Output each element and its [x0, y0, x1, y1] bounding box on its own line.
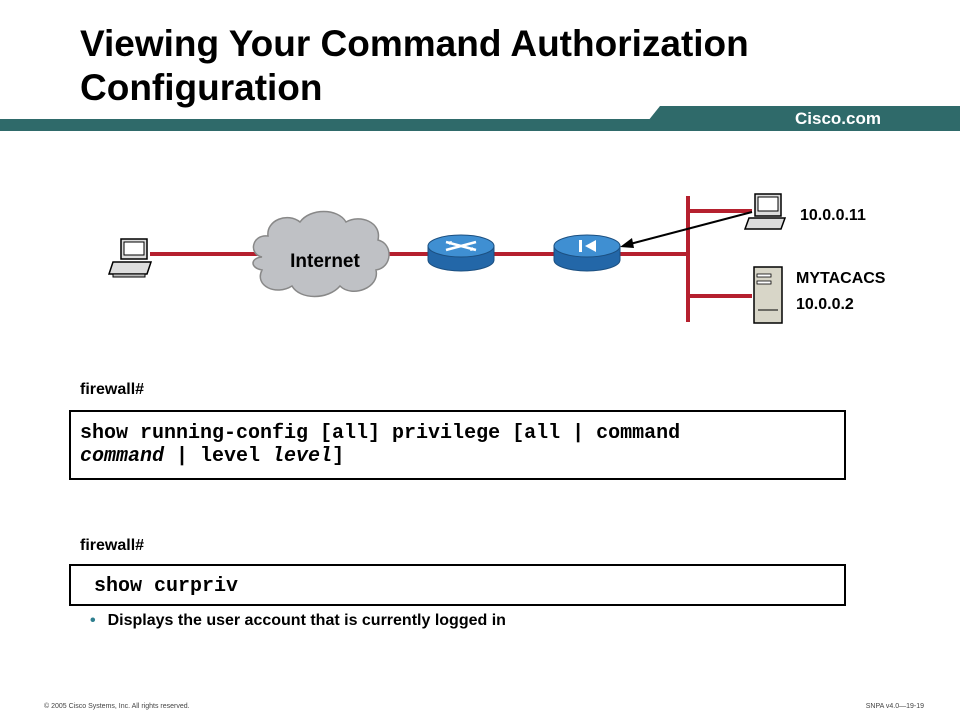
host-ip-label: 10.0.0.11: [800, 207, 866, 224]
remote-pc-icon: [107, 238, 153, 278]
command-line-1: show running-config [all] privilege [all…: [80, 422, 681, 445]
command-line-curpriv: show curpriv: [94, 575, 239, 598]
header-band: [0, 106, 960, 131]
server-ip-label: 10.0.0.2: [796, 296, 854, 313]
network-diagram: Internet 10.0.0.11 MYTACACS 10.0.0.2: [107, 193, 886, 324]
footer-course: SNPA v4.0—19-19: [865, 703, 924, 710]
command-arg-level: level: [272, 445, 333, 468]
firewall-icon: [553, 234, 621, 272]
command-box-1: show running-config [all] privilege [all…: [69, 410, 846, 480]
cloud-label: Internet: [290, 251, 360, 272]
host-pc-icon: [743, 193, 787, 230]
slide-title: Viewing Your Command Authorization Confi…: [80, 23, 749, 108]
prompt-label-2: firewall#: [80, 537, 145, 554]
footer-copyright: © 2005 Cisco Systems, Inc. All rights re…: [44, 703, 190, 710]
command-text-level: | level: [164, 445, 273, 468]
internet-cloud-icon: [252, 210, 390, 298]
bullet-dot-icon: •: [90, 612, 96, 629]
router-icon: [427, 234, 495, 272]
server-name-label: MYTACACS: [796, 270, 886, 287]
bullet-text: Displays the user account that is curren…: [107, 612, 506, 629]
bullet-item: • Displays the user account that is curre…: [90, 612, 506, 630]
command-close-bracket: ]: [332, 445, 345, 468]
command-line-2: command | level level]: [80, 445, 844, 468]
arrow-icon: [620, 211, 753, 248]
prompt-label-1: firewall#: [80, 381, 145, 398]
server-icon: [753, 266, 783, 324]
command-box-2: show curpriv: [69, 564, 846, 606]
command-arg-command: command: [80, 445, 165, 468]
brand-label: Cisco.com: [795, 109, 881, 128]
